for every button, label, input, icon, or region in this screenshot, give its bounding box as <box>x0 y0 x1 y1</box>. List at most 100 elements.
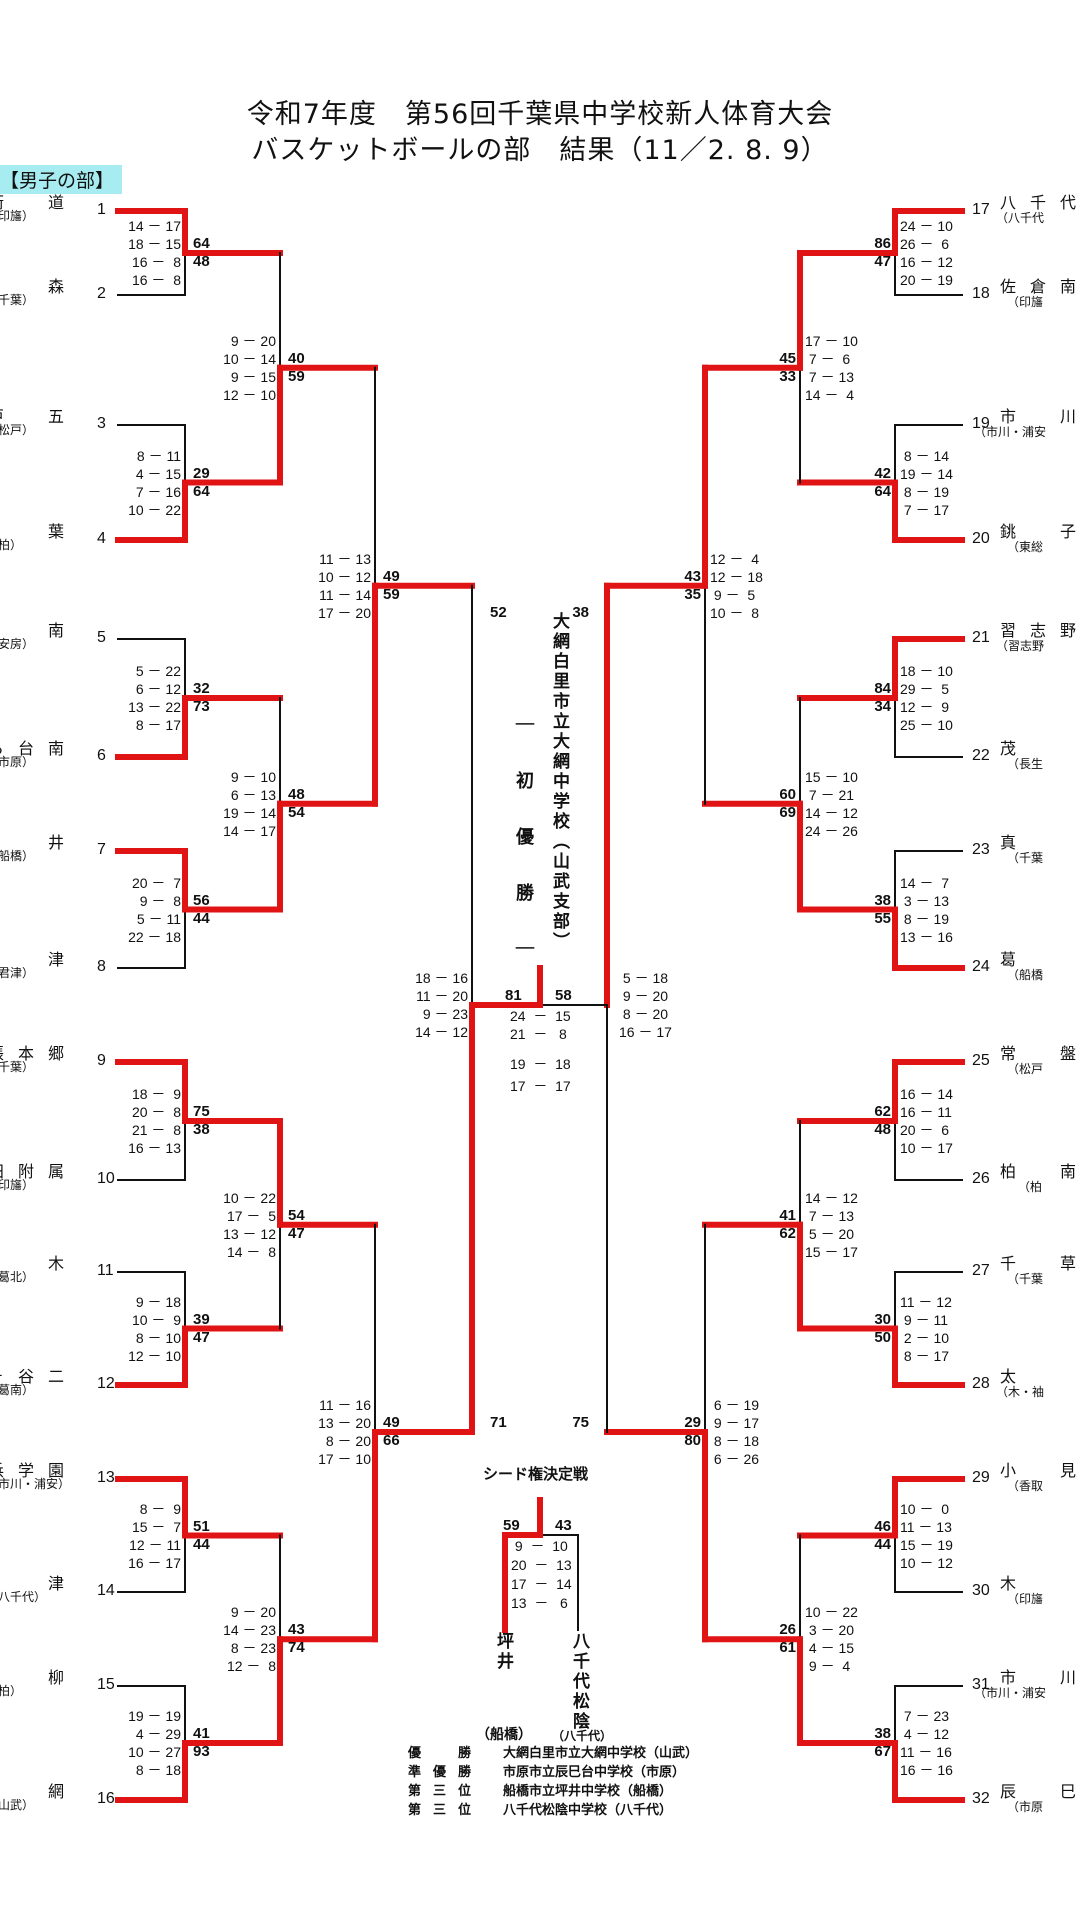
quarter-score: 14 － 7 <box>900 874 950 891</box>
quarter-score: 9 － 23 <box>418 1006 468 1022</box>
quarter-score: 19 － 14 <box>223 804 276 821</box>
total-score: 61 <box>779 1639 796 1657</box>
quarter-score: 13 － 16 <box>900 928 953 945</box>
quarter-score: 8 － 18 <box>131 1762 181 1778</box>
total-score: 62 <box>779 1224 796 1242</box>
quarter-score: 18 － 10 <box>900 663 953 679</box>
quarter-score: 16 － 8 <box>131 272 181 288</box>
team-district: 船橋） <box>0 849 35 863</box>
team-district: 葛南） <box>0 1383 35 1397</box>
final-quarter-score: 21 － 8 <box>510 1026 567 1042</box>
quarter-score: 10 － 0 <box>900 1500 950 1517</box>
total-score: 44 <box>193 1535 210 1553</box>
quarter-score: 5 － 20 <box>805 1225 855 1242</box>
quarter-score: 2 － 10 <box>900 1329 950 1346</box>
result-rank: 第三位 <box>408 1803 484 1818</box>
total-score: 43 <box>684 567 701 585</box>
first-title-tag: ｜ 初 優 勝 ｜ <box>513 715 534 967</box>
team-district: （印旛 <box>1007 1592 1044 1606</box>
quarter-score: 7 － 16 <box>131 483 181 500</box>
quarter-score: 11 － 12 <box>900 1293 952 1310</box>
total-score: 34 <box>874 698 891 715</box>
team-district: （松戸 <box>1007 1062 1044 1076</box>
final-quarter-score: 17 － 17 <box>510 1078 571 1094</box>
seed-number: 24 <box>972 958 990 975</box>
team-name: 銚 子 <box>1000 522 1076 541</box>
quarter-score: 11 － 20 <box>416 988 468 1004</box>
quarter-score: 9 － 8 <box>135 892 181 909</box>
team-name: 葉 <box>47 522 78 541</box>
seed-number: 23 <box>972 841 990 858</box>
quarter-score: 5 － 11 <box>133 910 181 927</box>
team-name: ヶ谷二 <box>0 1367 78 1386</box>
team-district: 千葉） <box>0 293 35 307</box>
team-district: 八千代） <box>0 1590 47 1604</box>
quarter-score: 8 － 18 <box>710 1433 760 1449</box>
quarter-score: 17 － 10 <box>805 332 858 349</box>
quarter-score: 9 － 18 <box>131 1293 181 1310</box>
team-district: 葛北） <box>0 1270 35 1284</box>
seed-playoff-right-team: 八千代松陰 <box>569 1632 589 1732</box>
seed-number: 29 <box>972 1469 990 1486</box>
quarter-score: 12 － 10 <box>128 1347 181 1364</box>
seed-number: 7 <box>97 841 106 858</box>
result-row: 準優勝市原市立辰巳台中学校（市原） <box>408 1763 698 1782</box>
total-score: 29 <box>193 464 210 482</box>
total-score: 45 <box>779 349 796 367</box>
quarter-score: 4 － 15 <box>805 1640 855 1657</box>
quarter-score: 16 － 12 <box>900 254 953 270</box>
seed-number: 5 <box>97 629 106 646</box>
total-score: 60 <box>779 785 796 803</box>
team-name: 街 道 <box>0 193 78 212</box>
team-name: 浜学園 <box>0 1461 78 1480</box>
quarter-score: 24 － 26 <box>805 822 858 839</box>
team-name: 常 盤 <box>1000 1044 1076 1063</box>
team-name: 市 川 <box>1000 1668 1076 1687</box>
quarter-score: 13 － 20 <box>318 1415 371 1431</box>
team-name: 張本郷 <box>0 1044 78 1063</box>
seed-playoff-label: シード権決定戦 <box>483 1465 589 1483</box>
quarter-score: 10 － 12 <box>900 1554 953 1571</box>
team-district: （千葉 <box>1007 851 1044 865</box>
total-score: 38 <box>874 891 891 909</box>
quarter-score: 24 － 10 <box>900 218 953 234</box>
seed-playoff-quarter: 17 － 14 <box>511 1576 572 1592</box>
team-district: （習志野 <box>996 639 1045 653</box>
quarter-score: 19 － 19 <box>128 1708 181 1724</box>
quarter-score: 9 － 20 <box>619 988 669 1004</box>
seed-number: 13 <box>97 1469 115 1486</box>
final-total-score: 81 <box>505 987 522 1004</box>
total-score: 48 <box>288 785 305 803</box>
quarter-score: 12 － 10 <box>223 386 276 403</box>
quarter-score: 5 － 22 <box>131 663 181 679</box>
seed-playoff-quarter: 9 － 10 <box>511 1538 568 1554</box>
total-score: 62 <box>874 1103 891 1120</box>
quarter-score: 10 － 12 <box>318 568 371 585</box>
team-name: 葛 <box>1000 950 1031 969</box>
quarter-score: 8 － 20 <box>321 1433 371 1449</box>
quarter-score: 6 － 19 <box>710 1397 760 1413</box>
seed-number: 4 <box>97 530 106 547</box>
total-score: 59 <box>288 367 305 385</box>
quarter-score: 19 － 14 <box>900 465 953 482</box>
quarter-score: 14 － 12 <box>805 804 858 821</box>
team-name: 井 <box>47 833 78 852</box>
team-name: 真 <box>1000 833 1031 852</box>
quarter-score: 5 － 18 <box>619 970 669 986</box>
quarter-score: 8 － 11 <box>133 447 181 464</box>
total-score: 38 <box>193 1121 210 1138</box>
team-district: （船橋 <box>1007 968 1044 982</box>
seed-number: 11 <box>97 1262 114 1279</box>
total-score: 75 <box>572 1414 589 1431</box>
total-score: 48 <box>193 253 210 270</box>
team-name: 戸 五 <box>0 407 78 426</box>
team-district: （八千代 <box>996 211 1045 225</box>
total-score: 49 <box>383 567 400 585</box>
quarter-score: 6 － 12 <box>131 681 181 697</box>
quarter-score: 17 － 5 <box>226 1207 276 1224</box>
total-score: 29 <box>684 1414 701 1431</box>
seed-playoff-quarter: 13 － 6 <box>511 1595 568 1611</box>
team-name: 八千代松陰 <box>1000 193 1080 212</box>
team-name: 習志野 <box>1000 621 1076 640</box>
